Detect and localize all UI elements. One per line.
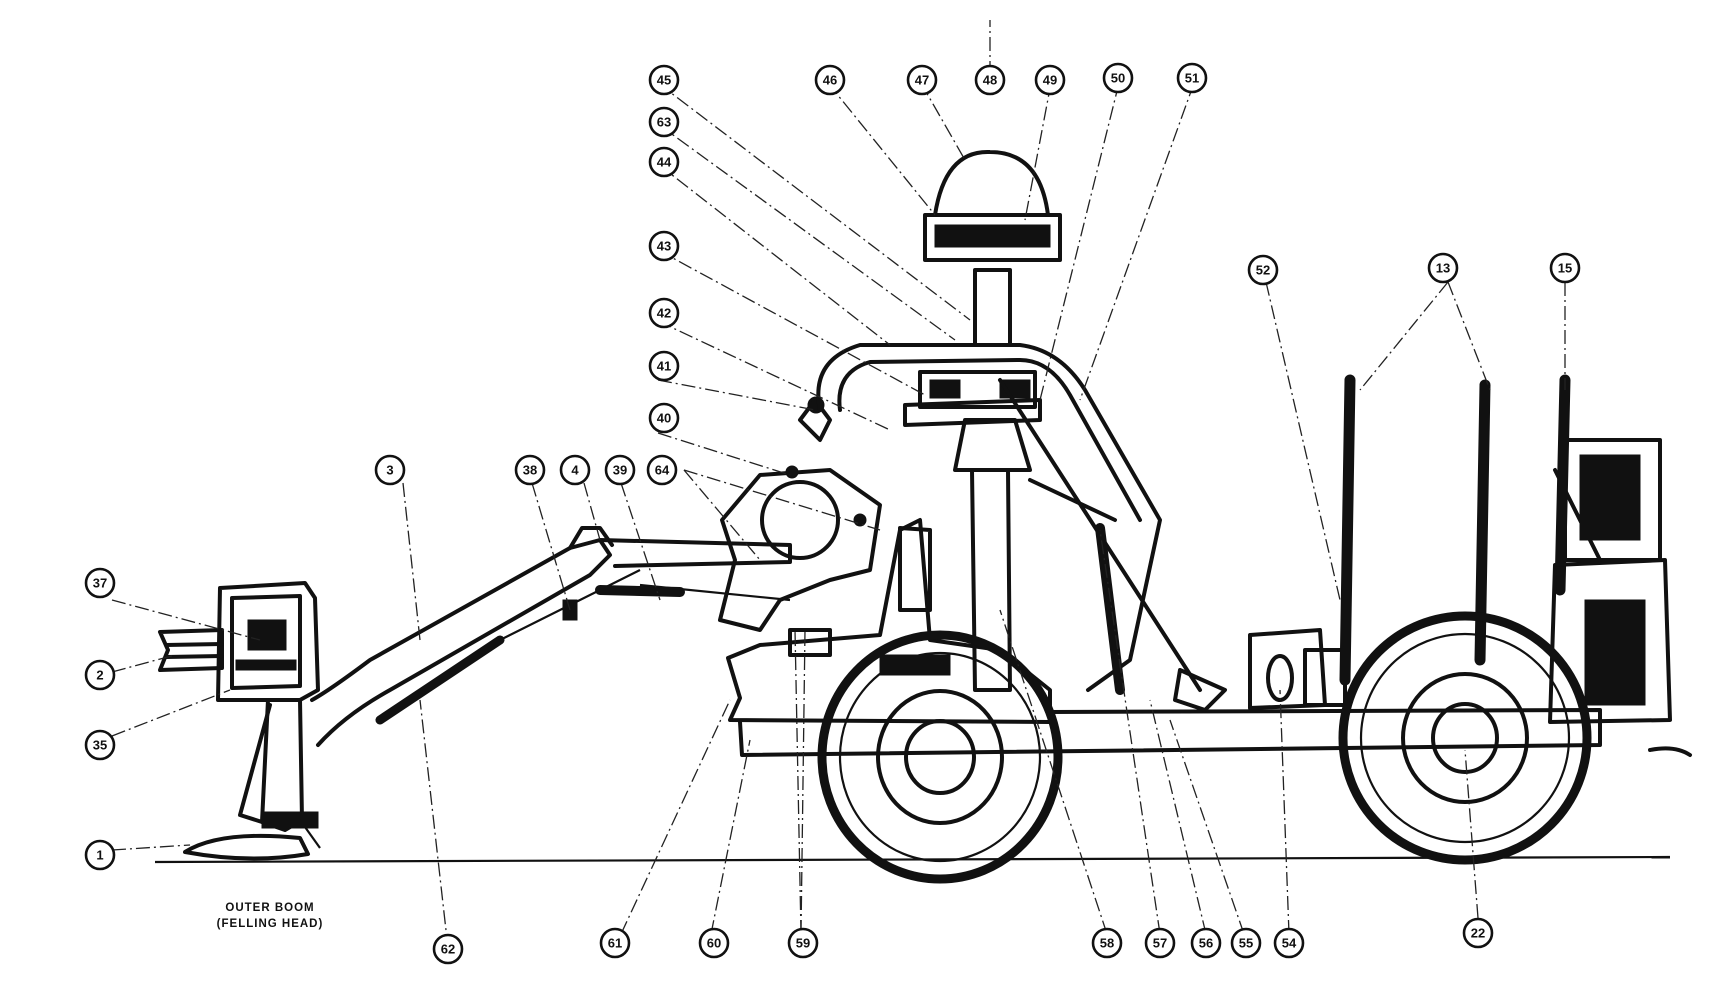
svg-text:4: 4 (571, 463, 579, 478)
callout-48: 48 (974, 64, 1006, 96)
callout-46: 46 (814, 64, 846, 96)
leader-lines (111, 20, 1566, 949)
rear-section (1248, 374, 1692, 757)
callout-45: 45 (648, 64, 680, 96)
svg-text:46: 46 (823, 73, 837, 88)
svg-text:49: 49 (1043, 73, 1057, 88)
callout-41: 41 (648, 350, 680, 382)
figure-caption: OUTER BOOM (FELLING HEAD) (200, 902, 340, 930)
svg-text:59: 59 (796, 936, 810, 951)
svg-text:38: 38 (523, 463, 537, 478)
callout-44: 44 (648, 146, 680, 178)
callout-38: 38 (514, 454, 546, 486)
callout-39: 39 (604, 454, 636, 486)
svg-text:50: 50 (1111, 71, 1125, 86)
callout-54: 54 (1273, 927, 1305, 959)
callout-2: 2 (84, 659, 116, 691)
callout-15: 15 (1549, 252, 1581, 284)
svg-text:54: 54 (1282, 936, 1297, 951)
svg-text:43: 43 (657, 239, 671, 254)
svg-text:57: 57 (1153, 936, 1167, 951)
svg-text:56: 56 (1199, 936, 1213, 951)
svg-text:37: 37 (93, 576, 107, 591)
svg-text:44: 44 (657, 155, 672, 170)
main-frame (718, 396, 1602, 757)
svg-text:3: 3 (386, 463, 393, 478)
rear-wheel (1338, 611, 1592, 865)
svg-text:58: 58 (1100, 936, 1114, 951)
svg-text:35: 35 (93, 738, 107, 753)
callout-63: 63 (648, 106, 680, 138)
callout-52: 52 (1247, 254, 1279, 286)
callout-13: 13 (1427, 252, 1459, 284)
callout-37: 37 (84, 567, 116, 599)
callout-62: 62 (432, 933, 464, 965)
callout-60: 60 (698, 927, 730, 959)
callout-43: 43 (648, 230, 680, 262)
callout-49: 49 (1034, 64, 1066, 96)
svg-text:40: 40 (657, 411, 671, 426)
svg-text:48: 48 (983, 73, 997, 88)
callout-3: 3 (374, 454, 406, 486)
callout-42: 42 (648, 297, 680, 329)
svg-text:45: 45 (657, 73, 671, 88)
callout-51: 51 (1176, 62, 1208, 94)
callout-64: 64 (646, 454, 678, 486)
caption-line-2: (FELLING HEAD) (216, 918, 324, 930)
callout-58: 58 (1091, 927, 1123, 959)
svg-text:2: 2 (96, 668, 103, 683)
callout-61: 61 (599, 927, 631, 959)
callout-40: 40 (648, 402, 680, 434)
svg-text:41: 41 (657, 359, 671, 374)
svg-text:39: 39 (613, 463, 627, 478)
callout-59: 59 (787, 927, 819, 959)
svg-text:61: 61 (608, 936, 622, 951)
svg-text:42: 42 (657, 306, 671, 321)
svg-text:15: 15 (1558, 261, 1572, 276)
svg-text:62: 62 (441, 942, 455, 957)
callout-1: 1 (84, 839, 116, 871)
svg-text:1: 1 (96, 848, 103, 863)
callout-35: 35 (84, 729, 116, 761)
svg-text:13: 13 (1436, 261, 1450, 276)
svg-text:63: 63 (657, 115, 671, 130)
svg-text:55: 55 (1239, 936, 1253, 951)
svg-text:22: 22 (1471, 926, 1485, 941)
callout-56: 56 (1190, 927, 1222, 959)
callout-22: 22 (1462, 917, 1494, 949)
ground-line (154, 855, 1671, 864)
svg-text:60: 60 (707, 936, 721, 951)
callout-50: 50 (1102, 62, 1134, 94)
callout-57: 57 (1144, 927, 1176, 959)
mast-and-rops (816, 149, 1227, 712)
outer-boom (310, 526, 792, 747)
svg-text:47: 47 (915, 73, 929, 88)
svg-text:52: 52 (1256, 263, 1270, 278)
caption-line-1: OUTER BOOM (225, 902, 315, 914)
callout-47: 47 (906, 64, 938, 96)
felling-head (158, 581, 321, 861)
callout-55: 55 (1230, 927, 1262, 959)
front-wheel (817, 630, 1063, 884)
svg-text:64: 64 (655, 463, 670, 478)
callout-4: 4 (559, 454, 591, 486)
svg-text:51: 51 (1185, 71, 1199, 86)
